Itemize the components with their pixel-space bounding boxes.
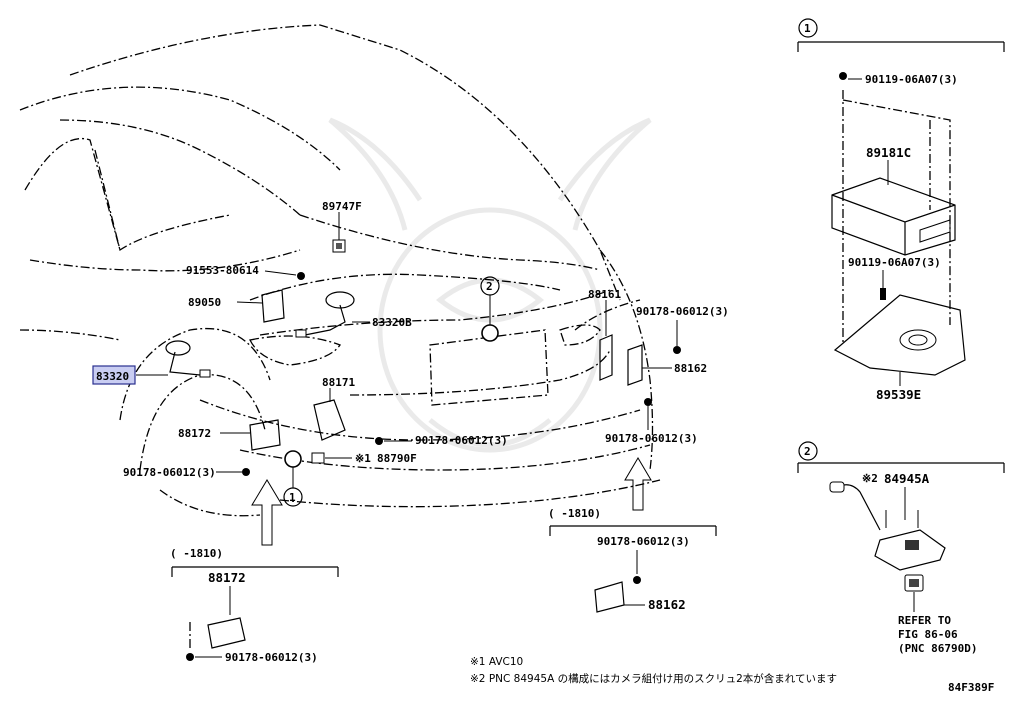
- variant-left: ( -1810) 88172 90178-06012(3): [170, 547, 339, 664]
- figure-id: 84F389F: [948, 681, 994, 694]
- arrow-left: [251, 479, 283, 546]
- label-variant-left-88172: 88172: [208, 570, 246, 585]
- part-90178-right-mid-nut[interactable]: [644, 398, 652, 430]
- label-88172: 88172: [178, 427, 211, 440]
- inset1-screw-top[interactable]: [839, 72, 847, 80]
- marker-1-main[interactable]: 1: [283, 450, 303, 507]
- label-90178-right-top: 90178-06012(3): [636, 305, 729, 318]
- part-84945a-camera[interactable]: [829, 481, 946, 571]
- svg-text:2: 2: [486, 280, 493, 293]
- label-90178-left: 90178-06012(3): [123, 466, 216, 479]
- inset-1-marker: 1: [804, 22, 811, 35]
- inset-2-marker: 2: [804, 445, 811, 458]
- marker-2-main[interactable]: 2: [480, 276, 500, 342]
- label-89747f: 89747F: [322, 200, 362, 213]
- label-inset1-screw-mid: 90119-06A07(3): [848, 256, 941, 269]
- label-88790f: 88790F: [377, 452, 417, 465]
- label-inset1-screw-top: 90119-06A07(3): [865, 73, 958, 86]
- part-89539e-bracket[interactable]: [833, 294, 966, 376]
- part-camera-plug[interactable]: [904, 574, 924, 592]
- label-88171: 88171: [322, 376, 355, 389]
- part-89050-module[interactable]: [236, 289, 285, 323]
- label-84945a: 84945A: [884, 471, 930, 486]
- inset-1: 1 90119-06A07(3) 89181C 90119-06A07(3) 8…: [797, 18, 1005, 402]
- refer-line-1: REFER TO: [898, 614, 951, 627]
- label-88161: 88161: [588, 288, 621, 301]
- part-88162-module[interactable]: [627, 344, 672, 386]
- label-83320: 83320: [96, 370, 129, 383]
- footnote-1: ※1 AVC10: [470, 656, 523, 668]
- inset1-screw-mid[interactable]: [880, 288, 886, 300]
- variant-right: ( -1810) 90178-06012(3) 88162: [548, 507, 717, 613]
- label-83320-highlight[interactable]: [92, 365, 136, 385]
- variant-right-range: ( -1810): [548, 507, 601, 520]
- part-89181c-module[interactable]: [831, 177, 956, 256]
- label-88790f-prefix: ※1: [355, 452, 371, 465]
- part-91553-screw[interactable]: [264, 270, 305, 280]
- refer-line-3: (PNC 86790D): [898, 642, 977, 655]
- label-90178-center: 90178-06012(3): [415, 434, 508, 447]
- inset-2: 2 ※2 84945A REFER TO FIG 86-06 (PNC 8679…: [797, 441, 1005, 655]
- part-88172-module[interactable]: [220, 419, 281, 451]
- label-89050: 89050: [188, 296, 221, 309]
- arrow-right: [624, 457, 652, 511]
- variant-right-nut[interactable]: [633, 576, 641, 584]
- part-90178-left-nut[interactable]: [216, 468, 250, 476]
- part-90178-center-nut[interactable]: [375, 437, 412, 445]
- part-88161-bracket[interactable]: [599, 300, 613, 381]
- svg-text:1: 1: [289, 491, 296, 504]
- variant-right-88162-module[interactable]: [594, 581, 625, 613]
- part-83320-harness[interactable]: [136, 340, 211, 378]
- label-89181c: 89181C: [866, 145, 911, 160]
- part-89747f-clip[interactable]: [332, 212, 346, 253]
- label-89539e: 89539E: [876, 387, 921, 402]
- label-variant-left-screw: 90178-06012(3): [225, 651, 318, 664]
- refer-line-2: FIG 86-06: [898, 628, 958, 641]
- part-88171-bracket[interactable]: [313, 388, 346, 441]
- label-variant-right-screw: 90178-06012(3): [597, 535, 690, 548]
- variant-left-range: ( -1810): [170, 547, 223, 560]
- label-91553: 91553-80614: [186, 264, 259, 277]
- label-84945a-prefix: ※2: [862, 472, 878, 485]
- footnote-2: ※2 PNC 84945A の構成にはカメラ組付け用のスクリュ2本が含まれていま…: [470, 672, 837, 685]
- variant-left-nut[interactable]: [186, 653, 194, 661]
- label-90178-right-mid: 90178-06012(3): [605, 432, 698, 445]
- label-88162: 88162: [674, 362, 707, 375]
- variant-left-88172-module[interactable]: [207, 617, 246, 649]
- part-90178-right-top-nut[interactable]: [673, 320, 681, 354]
- car-body-outline: [19, 24, 661, 517]
- label-variant-right-88162: 88162: [648, 597, 686, 612]
- label-83320b: 83320B: [372, 316, 412, 329]
- part-83320b-harness[interactable]: [295, 291, 370, 338]
- part-88790f-sensor[interactable]: [311, 452, 352, 464]
